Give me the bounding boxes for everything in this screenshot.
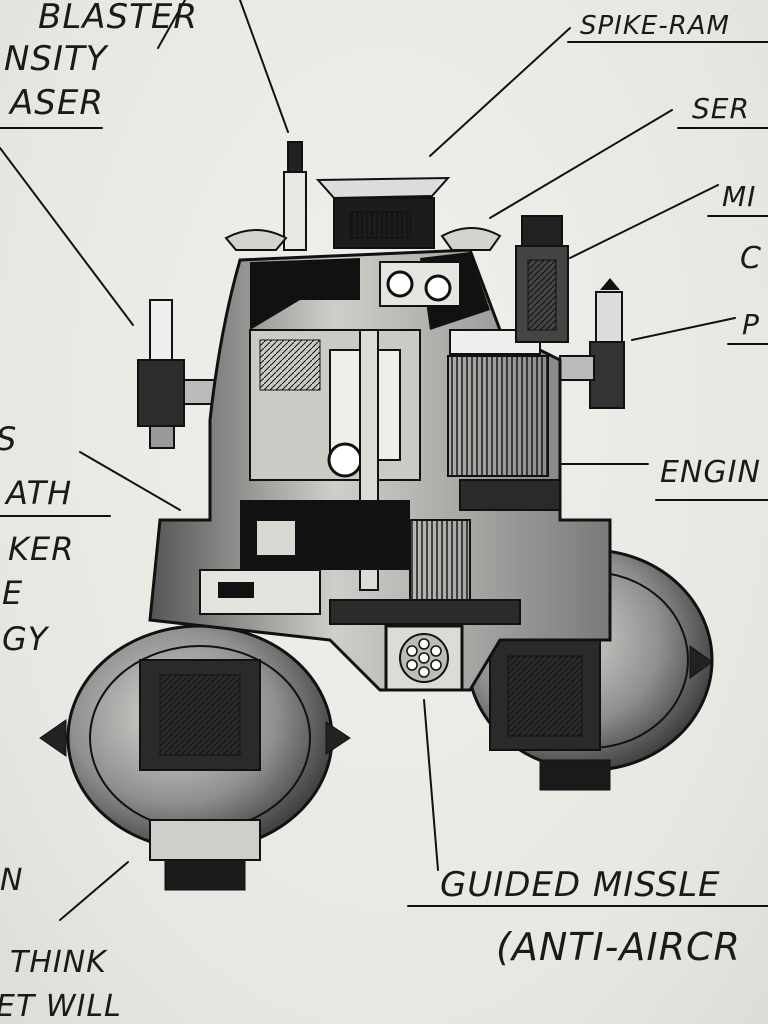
left-wheel [39,624,351,891]
label-blaster: BLASTER [38,0,198,37]
leader-lines [0,0,768,921]
right-weapon [559,278,625,409]
label-left-c: KER [8,530,74,568]
top-hardware [224,141,569,343]
main-body [148,248,612,692]
label-left-a: S [0,420,17,458]
label-c: C [740,241,762,276]
label-guided-missile: GUIDED MISSLE [440,865,721,905]
left-blaster [137,299,225,449]
vehicle [39,141,714,891]
label-et-will: ET WILL [0,989,122,1024]
label-left-e: GY [2,620,50,658]
label-mi: MI [722,180,756,213]
label-anti-aircraft: (ANTI-AIRCR [496,925,741,969]
label-engine: ENGIN [660,455,761,490]
label-left-f: N [0,863,23,898]
label-laser: ASER [8,83,104,123]
label-left-d: E [2,574,23,612]
label-ser: SER [692,92,750,125]
label-intensity: NSITY [4,39,109,79]
label-spike-ram: SPIKE-RAM [580,11,730,41]
label-think: THINK [10,945,108,980]
label-left-b: ATH [4,474,72,512]
label-p: P [742,308,760,341]
